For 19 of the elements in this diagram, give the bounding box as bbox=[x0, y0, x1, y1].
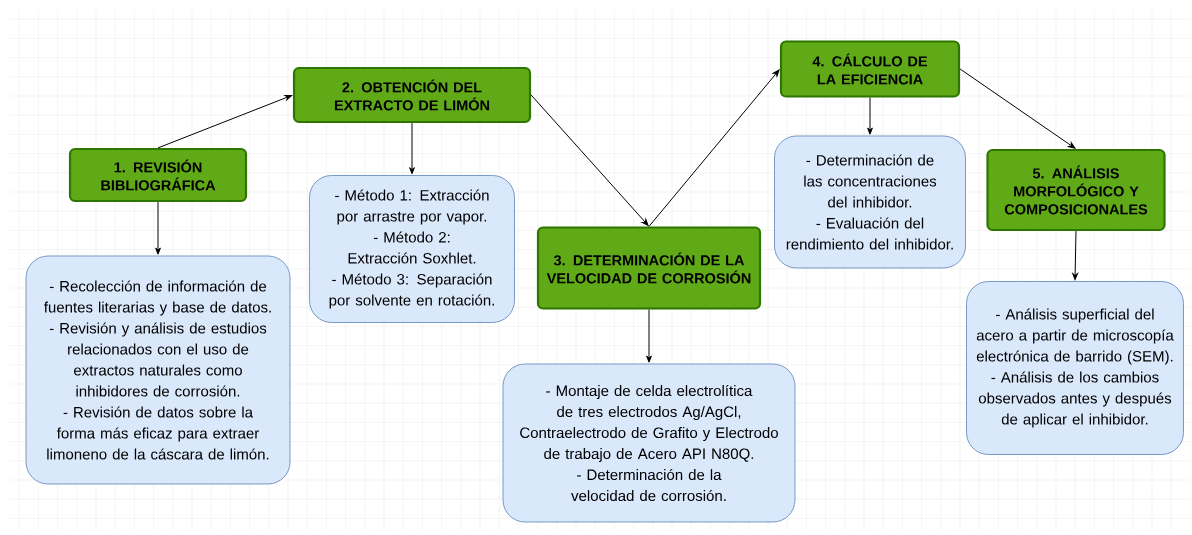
step-box: 1. REVISIÓN BIBLIOGRÁFICA bbox=[68, 147, 248, 203]
detail-box: - Recolección de información de fuentes literarias y base de datos. - Revisión y análisis de estudios relacionados con el uso de extractos naturales como inhibidores de corrosión. - Revisión de datos sobre la forma más eficaz para extraer limoneno de la cáscara de limón. bbox=[25, 255, 291, 485]
detail-box: - Análisis superficial del acero a partir de microscopía electrónica de barrido (SEM). - Análisis de los cambios observados antes y después de aplicar el inhibidor. bbox=[966, 281, 1184, 455]
arrow bbox=[530, 94, 649, 226]
arrow bbox=[959, 68, 1076, 149]
step-box: 3. DETERMINACIÓN DE LA VELOCIDAD DE CORROSIÓN bbox=[536, 226, 762, 310]
arrow bbox=[646, 309, 652, 363]
arrow bbox=[648, 69, 780, 227]
arrow bbox=[409, 122, 415, 175]
detail-box: - Método 1: Extracción por arrastre por vapor. - Método 2: Extracción Soxhlet. - Método 3: Separación por solvente en rotación. bbox=[309, 175, 515, 323]
step-box: 4. CÁLCULO DE LA EFICIENCIA bbox=[779, 40, 961, 98]
detail-box: - Determinación de las concentraciones del inhibidor. - Evaluación del rendimiento del inhibidor. bbox=[774, 135, 966, 269]
step-box: 5. ANÁLISIS MORFOLÓGICO Y COMPOSICIONALES bbox=[986, 148, 1166, 232]
arrow bbox=[157, 95, 293, 149]
step-box: 2. OBTENCIÓN DEL EXTRACTO DE LIMÓN bbox=[292, 66, 532, 124]
arrow bbox=[1072, 230, 1078, 281]
arrow bbox=[867, 97, 873, 135]
arrow bbox=[155, 201, 161, 255]
detail-box: - Montaje de celda electrolítica de tres electrodos Ag/AgCl, Contraelectrodo de Grafito y Electrodo de trabajo de Acero API N80Q. - Determinación de la velocidad de corrosión. bbox=[502, 363, 796, 523]
